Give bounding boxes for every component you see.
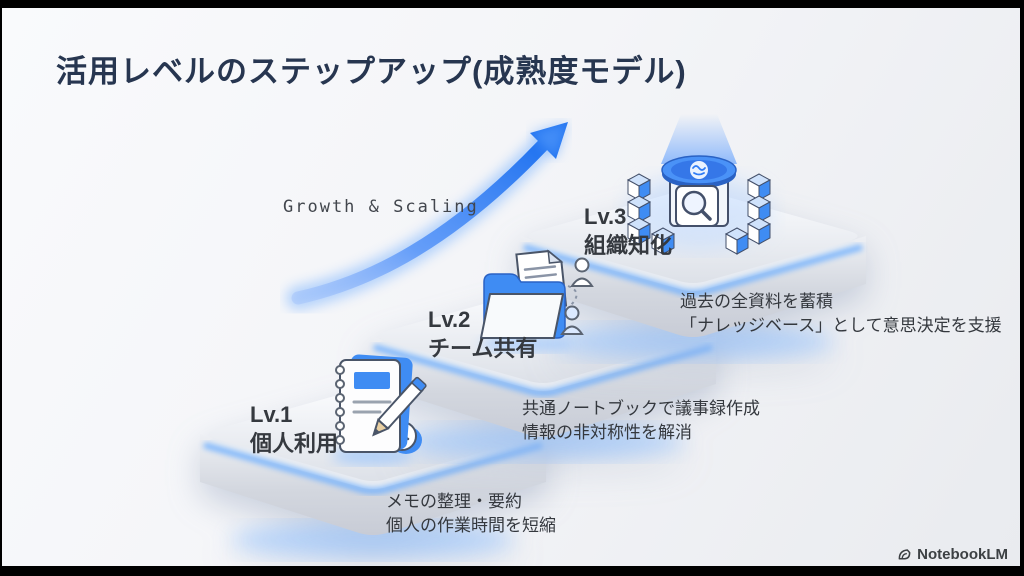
step-lv3-desc-line1: 過去の全資料を蓄積	[680, 292, 833, 311]
step-lv1-desc-line2: 個人の作業時間を短縮	[386, 516, 556, 535]
step-lv2-label: Lv.2 チーム共有	[428, 305, 537, 363]
step-lv1-level: Lv.1	[250, 402, 293, 427]
footer-brand-text: NotebookLM	[917, 546, 1008, 563]
step-lv1-name: 個人利用	[250, 431, 339, 456]
page-title: 活用レベルのステップアップ(成熟度モデル)	[56, 54, 687, 89]
step-lv3-label: Lv.3 組織知化	[584, 202, 672, 260]
step-lv2-desc-line2: 情報の非対称性を解消	[522, 423, 692, 442]
growth-arrow	[286, 122, 568, 310]
step-lv2-desc-line1: 共通ノートブックで議事録作成	[522, 399, 760, 418]
slide-canvas: 活用レベルのステップアップ(成熟度モデル) Growth & Scaling	[2, 8, 1020, 566]
growth-scaling-label: Growth & Scaling	[283, 197, 479, 217]
step-lv3-desc-line2: 「ナレッジベース」として意思決定を支援	[680, 316, 1002, 335]
step-lv3-level: Lv.3	[584, 204, 627, 229]
step-lv3-description: 過去の全資料を蓄積 「ナレッジベース」として意思決定を支援	[680, 290, 1002, 338]
step-lv2-description: 共通ノートブックで議事録作成 情報の非対称性を解消	[522, 397, 760, 445]
folder-document-people-icon	[480, 249, 594, 352]
step-lv3-name: 組織知化	[584, 233, 673, 258]
step-lv2-name: チーム共有	[428, 336, 538, 361]
footer-brand: NotebookLM	[897, 546, 1008, 563]
notebook-pencil-clock-icon	[332, 354, 427, 465]
step-lv2-level: Lv.2	[428, 307, 471, 332]
notebooklm-logo-icon	[898, 549, 911, 560]
step-lv1-label: Lv.1 個人利用	[250, 400, 338, 458]
knowledge-base-server-icon	[627, 114, 771, 255]
step-lv1-desc-line1: メモの整理・要約	[386, 492, 522, 511]
step-lv1-description: メモの整理・要約 個人の作業時間を短縮	[386, 490, 556, 538]
